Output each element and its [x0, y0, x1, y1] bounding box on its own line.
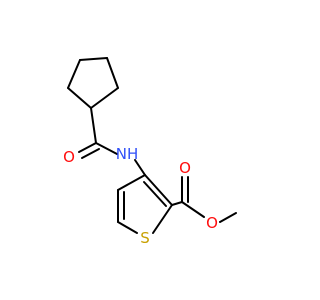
bond [117, 221, 138, 234]
bond [171, 201, 183, 206]
atom-label-O-amide: O [63, 148, 75, 166]
bond [106, 57, 119, 89]
bond [152, 204, 173, 234]
bond [90, 107, 97, 144]
ester-group [171, 176, 237, 223]
bond [134, 159, 146, 176]
bond [67, 59, 81, 89]
structure-canvas: O NH O O S [63, 57, 237, 247]
double-bond [81, 148, 100, 159]
atom-label-NH: NH [116, 145, 139, 163]
bond [90, 87, 119, 109]
double-bond [144, 174, 173, 206]
double-bond [143, 181, 167, 207]
atom-label-O-ester: O [206, 214, 218, 232]
atom-label-S: S [140, 229, 150, 247]
bond [79, 57, 108, 61]
cyclopentyl-ring [67, 57, 119, 109]
molecule-drawing: O NH O O S [63, 57, 237, 247]
bond [219, 212, 237, 223]
double-bond [78, 142, 97, 153]
thiophene-ring [117, 174, 173, 234]
amide-group [78, 107, 146, 176]
bond [95, 142, 118, 155]
bond [67, 87, 92, 109]
bond [117, 174, 146, 191]
bond [181, 201, 205, 218]
atom-label-O-carbonyl: O [179, 159, 191, 177]
